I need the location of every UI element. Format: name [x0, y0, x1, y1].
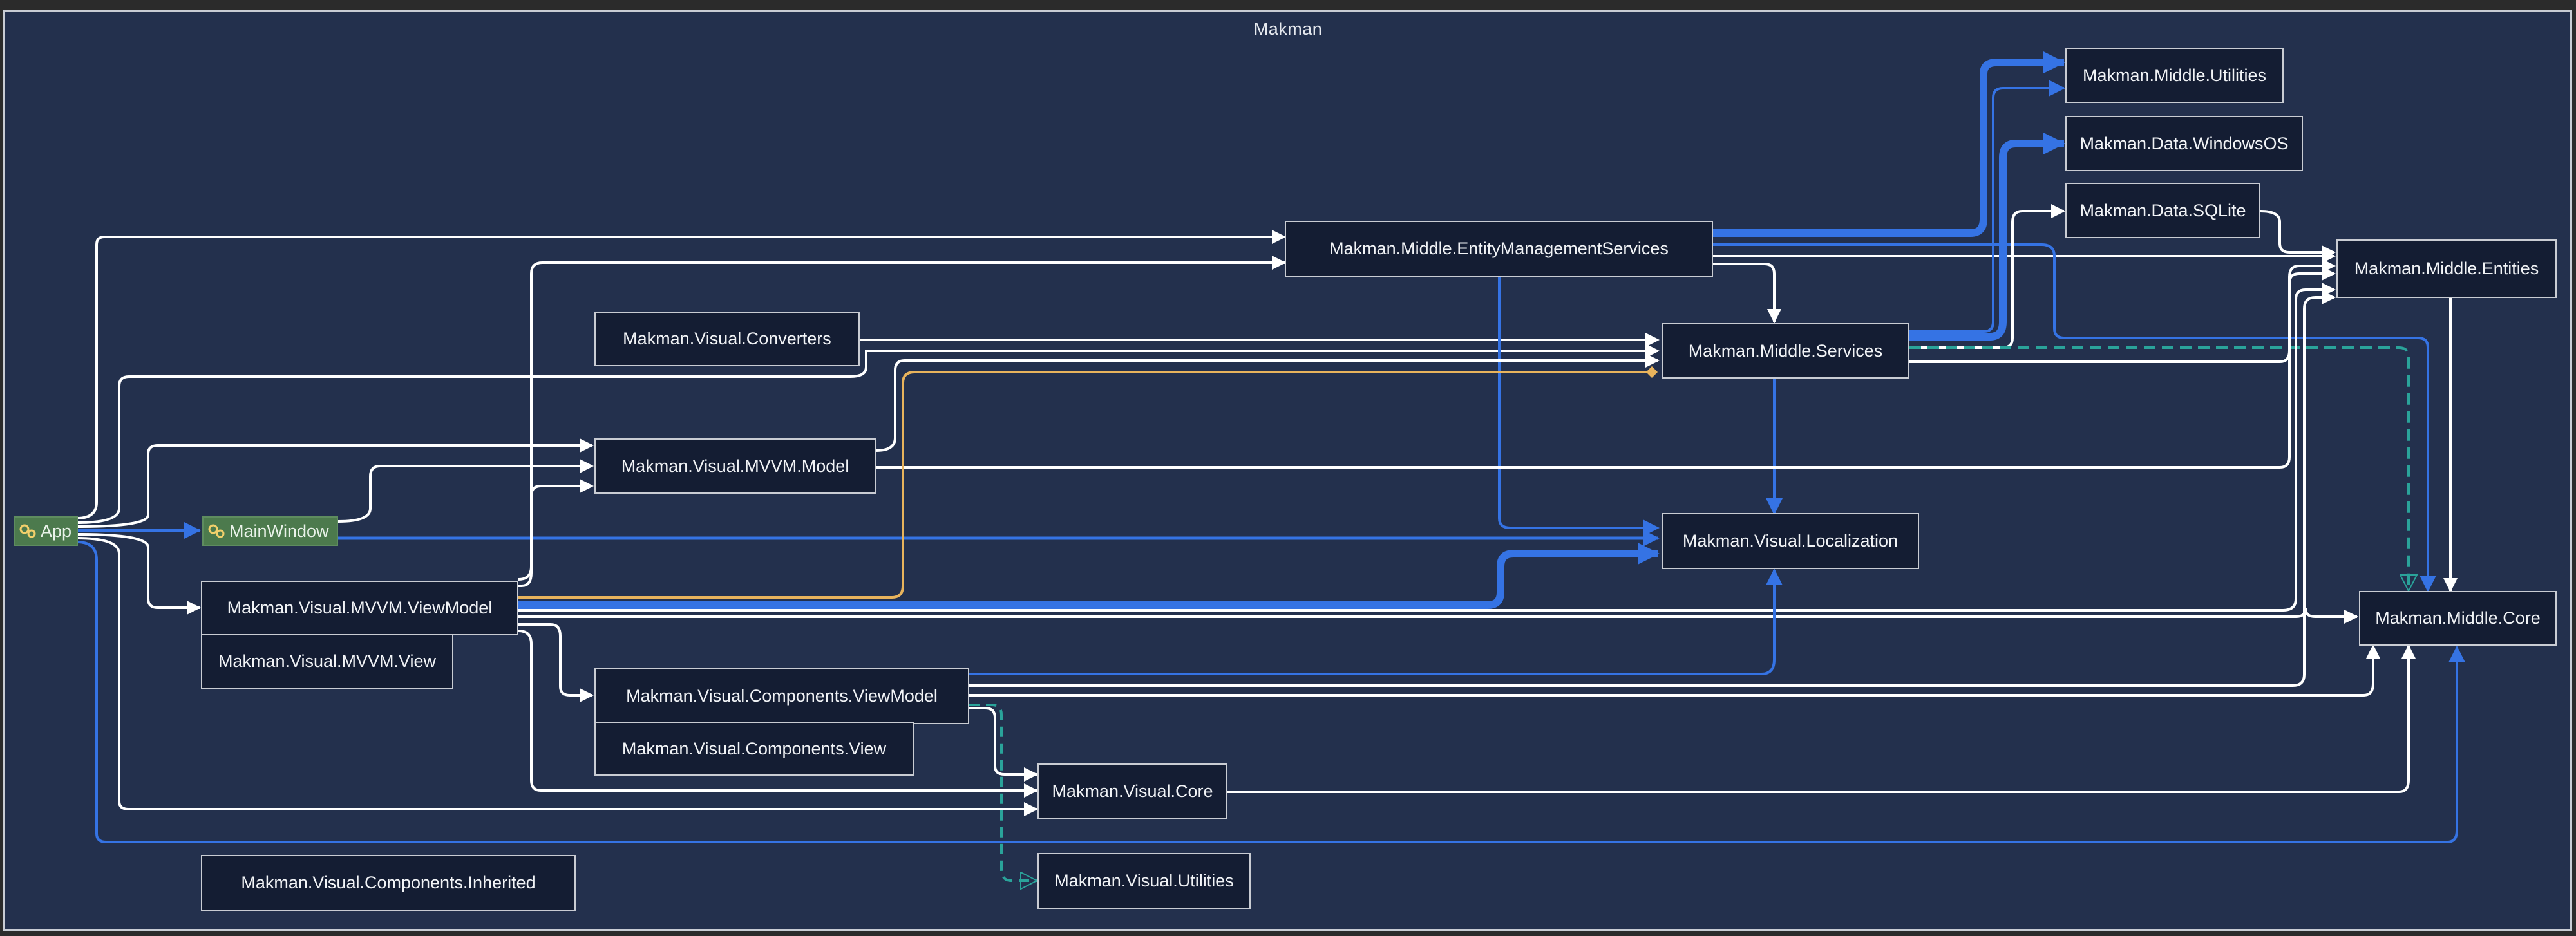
edge-mvvmviewmodel-compviewmodel [518, 623, 594, 702]
gear-cluster-icon [19, 524, 36, 538]
edge-compviewmodel-middlecore [969, 644, 2380, 697]
node-label: Makman.Visual.Utilities [1054, 871, 1234, 890]
node-label: Makman.Visual.Components.ViewModel [626, 686, 938, 706]
node-middle-services[interactable]: Makman.Middle.Services [1662, 323, 1909, 379]
edge-app-visualcore [77, 537, 1038, 816]
edge-mvvmviewmodel-services [518, 366, 1658, 599]
edge-compviewmodel-entities [969, 290, 2336, 687]
node-label: Makman.Visual.Core [1052, 781, 1213, 801]
edge-services-middleutilities [1909, 80, 2065, 333]
node-middle-core[interactable]: Makman.Middle.Core [2359, 591, 2557, 646]
edge-mvvmviewmodel-localization [518, 543, 1660, 609]
edge-app-entitymgmt [77, 230, 1286, 519]
node-mainwindow[interactable]: MainWindow [202, 516, 338, 546]
node-data-windowsos[interactable]: Makman.Data.WindowsOS [2065, 116, 2303, 171]
edge-entitymgmt-middlecore [1713, 243, 2436, 592]
node-visual-utilities[interactable]: Makman.Visual.Utilities [1037, 853, 1251, 909]
node-label: Makman.Visual.Components.View [621, 738, 887, 758]
node-entity-management-services[interactable]: Makman.Middle.EntityManagementServices [1285, 221, 1713, 277]
node-mvvm-view[interactable]: Makman.Visual.MVVM.View [201, 634, 453, 689]
edge-mainwindow-mvvmmodel [337, 459, 594, 523]
node-label: Makman.Middle.Utilities [2082, 65, 2267, 85]
node-middle-entities[interactable]: Makman.Middle.Entities [2336, 239, 2557, 298]
edge-entitymgmt-services [1713, 263, 1781, 323]
node-visual-converters[interactable]: Makman.Visual.Converters [594, 312, 860, 366]
edge-compviewmodel-visualutilities [969, 704, 1037, 881]
edge-entitymgmt-middleutilities [1713, 51, 2065, 237]
edge-compviewmodel-localization [969, 568, 1783, 675]
node-label: Makman.Data.SQLite [2079, 200, 2246, 220]
edge-mvvmmodel-services [875, 353, 1660, 452]
node-mvvm-model[interactable]: Makman.Visual.MVVM.Model [594, 438, 876, 494]
node-label: Makman.Visual.MVVM.ViewModel [227, 598, 493, 617]
edge-mvvmviewmodel-entities [518, 283, 2336, 612]
node-label: Makman.Data.WindowsOS [2079, 133, 2289, 153]
edge-sqlite-entities [2260, 210, 2336, 259]
node-app[interactable]: App [14, 516, 78, 546]
node-visual-core[interactable]: Makman.Visual.Core [1037, 763, 1227, 819]
diagram-title: Makman [1253, 19, 1323, 39]
node-mvvm-viewmodel[interactable]: Makman.Visual.MVVM.ViewModel [201, 581, 518, 635]
node-label: Makman.Middle.Entities [2354, 259, 2539, 278]
edge-app-mvvmviewmodel [77, 533, 201, 615]
gear-cluster-icon [208, 524, 225, 538]
edge-mvvmmodel-entities [876, 267, 2336, 469]
node-label: Makman.Visual.MVVM.Model [621, 456, 849, 476]
edge-mvvmviewmodel-entitymgmt [518, 256, 1286, 581]
node-middle-utilities[interactable]: Makman.Middle.Utilities [2065, 48, 2284, 103]
edge-app-middlecore [77, 541, 2465, 843]
node-components-inherited[interactable]: Makman.Visual.Components.Inherited [201, 855, 576, 911]
node-label: Makman.Middle.Core [2375, 608, 2541, 628]
edge-services-middlecore [1909, 346, 2409, 591]
node-label: Makman.Middle.Services [1688, 341, 1883, 360]
node-label: Makman.Visual.Localization [1682, 531, 1899, 550]
edge-app-mvvmmodel [77, 438, 594, 528]
node-label: Makman.Visual.MVVM.View [218, 651, 437, 671]
edge-entitymgmt-localization [1498, 277, 1660, 536]
edge-mvvmviewmodel-visualcore [518, 630, 1038, 798]
edge-compviewmodel-visualcore [969, 707, 1038, 782]
node-data-sqlite[interactable]: Makman.Data.SQLite [2065, 183, 2260, 238]
node-label: Makman.Middle.EntityManagementServices [1329, 239, 1669, 258]
node-components-view[interactable]: Makman.Visual.Components.View [594, 722, 914, 776]
edge-app-services [77, 344, 1660, 524]
node-label: Makman.Visual.Components.Inherited [241, 873, 536, 892]
node-visual-localization[interactable]: Makman.Visual.Localization [1662, 513, 1919, 569]
edge-visualcore-middlecore [1227, 644, 2416, 793]
node-label: Makman.Visual.Converters [623, 329, 831, 348]
node-label: App [41, 521, 72, 541]
node-components-viewmodel[interactable]: Makman.Visual.Components.ViewModel [594, 668, 969, 724]
edge-services-windowsos [1909, 133, 2065, 341]
node-label: MainWindow [229, 521, 329, 541]
